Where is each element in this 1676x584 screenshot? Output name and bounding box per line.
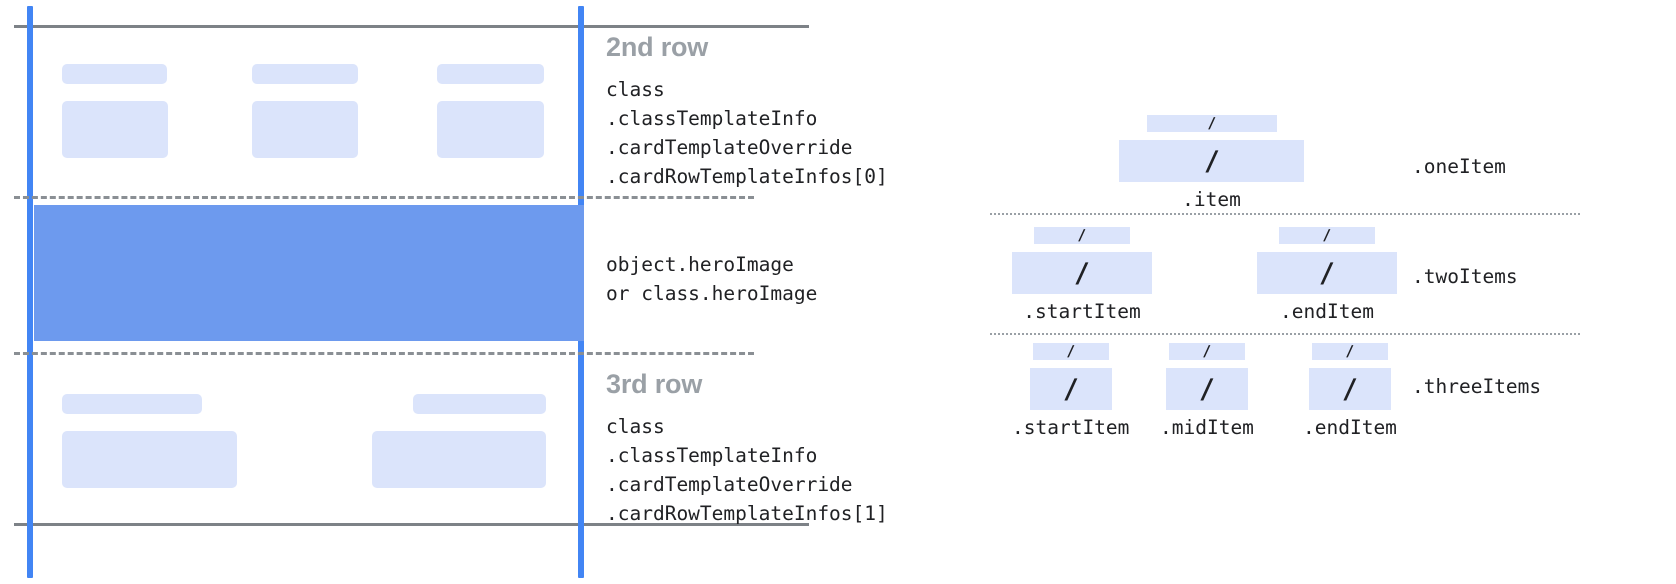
card-layout-diagram: 2nd row class .classTemplateInfo .cardTe… (0, 0, 888, 584)
card-bottom-boundary-rule (14, 523, 809, 526)
slash-icon: / (1342, 373, 1358, 405)
one-item-group-label: .oneItem (1412, 155, 1506, 178)
row3-col1-label-chip (62, 394, 202, 414)
two-items-end-value-bar: / (1257, 252, 1397, 294)
slash-icon: / (1078, 226, 1087, 244)
two-items-start-group: / / .startItem (1012, 226, 1152, 323)
row2-title: 2nd row (606, 32, 709, 62)
row3-code-line-1: class (606, 415, 665, 438)
three-items-start-label-bar: / (1032, 342, 1109, 360)
hero-image-block (34, 205, 584, 341)
row2-col1-label-chip (62, 64, 167, 84)
three-items-mid-value-bar: / (1165, 368, 1248, 410)
two-items-group-label: .twoItems (1412, 265, 1518, 288)
row2-code-line-2: .classTemplateInfo (606, 107, 818, 130)
slash-icon: / (1346, 342, 1355, 360)
row2-col2-label-chip (252, 64, 358, 84)
slash-icon: / (1074, 257, 1090, 289)
row2-col2-value-chip (252, 101, 358, 158)
row-separator-upper (14, 196, 754, 199)
three-items-end-label-bar: / (1311, 342, 1388, 360)
two-items-start-label-bar: / (1034, 226, 1130, 244)
two-items-end-label-bar: / (1279, 226, 1375, 244)
three-items-group-label: .threeItems (1412, 375, 1542, 398)
two-items-end-group: / / .endItem (1257, 226, 1397, 323)
one-item-value-bar: / (1119, 140, 1304, 182)
variant-separator-upper (990, 213, 1580, 215)
three-items-start-caption: .startItem (1012, 416, 1130, 439)
row3-code-line-2: .classTemplateInfo (606, 444, 818, 467)
slash-icon: / (1063, 373, 1078, 405)
row-item-variants-diagram: / / .item .oneItem / / .startItem / / .e… (960, 0, 1676, 584)
row-separator-lower (14, 352, 754, 355)
one-item-label-bar: / (1146, 114, 1277, 132)
three-items-end-value-bar: / (1308, 368, 1391, 410)
one-item-caption: .item (1182, 188, 1241, 211)
two-items-start-caption: .startItem (1023, 300, 1141, 323)
row3-col2-label-chip (413, 394, 546, 414)
hero-code-line-2: or class.heroImage (606, 282, 818, 305)
slash-icon: / (1319, 257, 1335, 289)
row2-col1-value-chip (62, 101, 168, 158)
three-items-end-caption: .endItem (1303, 416, 1397, 439)
row2-annotation: 2nd row class .classTemplateInfo .cardTe… (606, 34, 888, 191)
slash-icon: / (1203, 342, 1212, 360)
slash-icon: / (1066, 342, 1075, 360)
variant-separator-lower (990, 333, 1580, 335)
three-items-start-value-bar: / (1029, 368, 1112, 410)
row2-col3-value-chip (437, 101, 544, 158)
one-item-group: / / .item (1119, 114, 1304, 211)
three-items-start-group: / / .startItem (1012, 342, 1130, 439)
row3-col1-value-chip (62, 431, 237, 488)
two-items-start-value-bar: / (1012, 252, 1152, 294)
row3-code-line-3: .cardTemplateOverride (606, 473, 853, 496)
card-top-boundary-rule (14, 25, 809, 28)
slash-icon: / (1199, 373, 1215, 405)
slash-icon: / (1207, 114, 1216, 132)
three-items-mid-caption: .midItem (1160, 416, 1254, 439)
two-items-end-caption: .endItem (1280, 300, 1374, 323)
slash-icon: / (1204, 145, 1219, 177)
three-items-mid-group: / / .midItem (1160, 342, 1254, 439)
row3-title: 3rd row (606, 369, 703, 399)
slash-icon: / (1323, 226, 1332, 244)
row3-code-line-4: .cardRowTemplateInfos[1] (606, 502, 888, 525)
row2-col3-label-chip (437, 64, 544, 84)
row2-code-line-3: .cardTemplateOverride (606, 136, 853, 159)
three-items-end-group: / / .endItem (1303, 342, 1397, 439)
row3-annotation: 3rd row class .classTemplateInfo .cardTe… (606, 371, 888, 528)
hero-image-annotation: object.heroImage or class.heroImage (606, 250, 817, 308)
row2-code-line-1: class (606, 78, 665, 101)
three-items-mid-label-bar: / (1168, 342, 1245, 360)
hero-code-line-1: object.heroImage (606, 253, 794, 276)
card-left-guide-line (27, 6, 33, 578)
row2-code-line-4: .cardRowTemplateInfos[0] (606, 165, 888, 188)
row3-col2-value-chip (372, 431, 546, 488)
